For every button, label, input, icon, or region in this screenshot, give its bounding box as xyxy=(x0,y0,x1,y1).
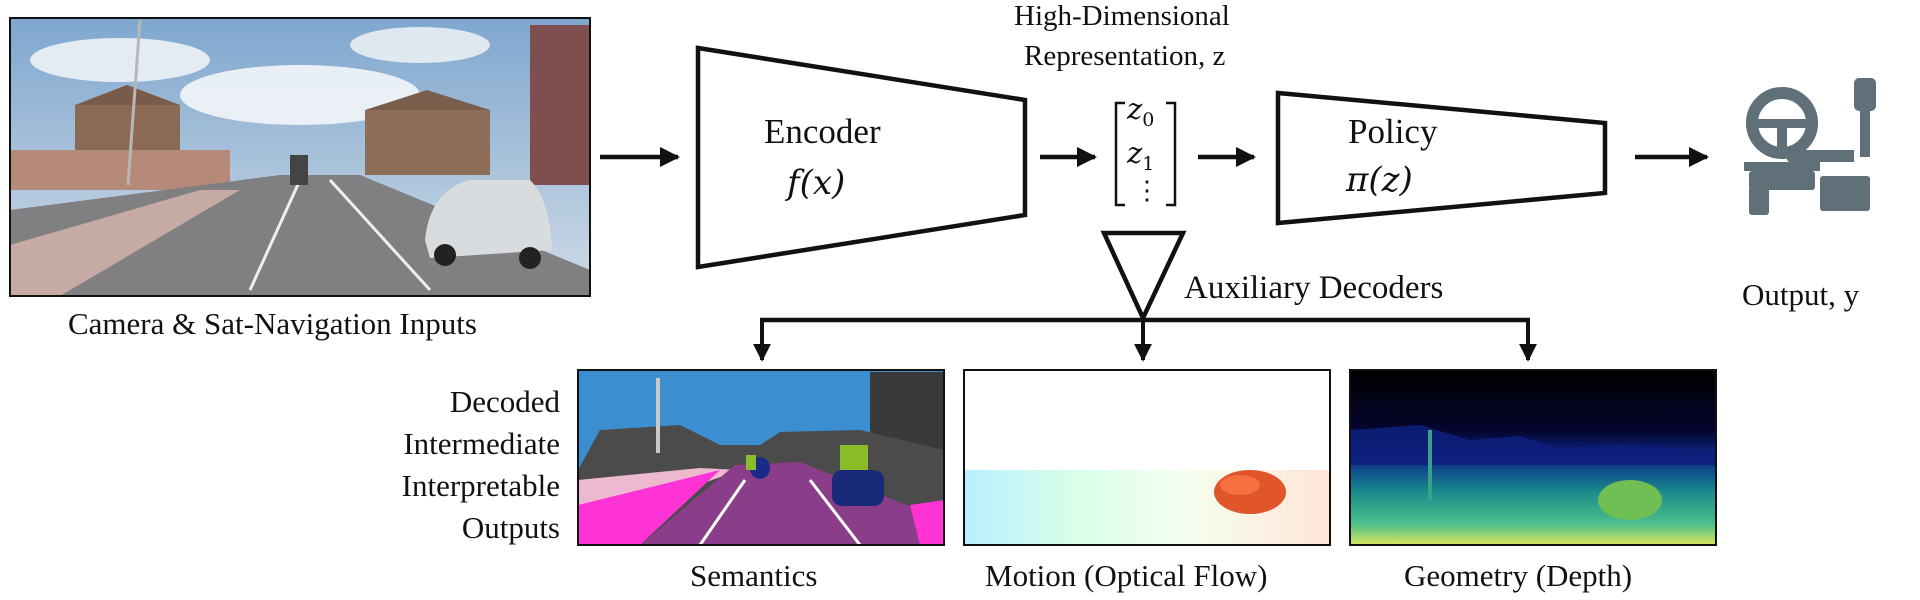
geometry-caption: Geometry (Depth) xyxy=(1404,558,1633,593)
policy-formula: π(z) xyxy=(1346,160,1413,200)
encoder-formula: f(x) xyxy=(787,163,846,203)
output-caption: Output, y xyxy=(1742,277,1860,312)
representation-title-line2: Representation, z xyxy=(1024,40,1226,72)
motion-caption: Motion (Optical Flow) xyxy=(985,558,1268,593)
decoded-label-line4: Outputs xyxy=(461,510,560,545)
encoder-title: Encoder xyxy=(764,112,881,151)
semantics-image xyxy=(577,369,945,546)
vector-entry-z0: z0 xyxy=(1127,92,1155,131)
steering-wheel-gear-icon xyxy=(1744,78,1876,215)
geometry-image xyxy=(1349,369,1717,546)
motion-image xyxy=(963,369,1331,546)
policy-block xyxy=(1275,90,1608,226)
vector-left-bracket xyxy=(1114,101,1125,207)
vector-right-bracket xyxy=(1166,101,1177,207)
representation-title-line1: High-Dimensional xyxy=(1014,0,1230,32)
camera-input-image xyxy=(9,17,591,297)
semantics-caption: Semantics xyxy=(690,558,818,593)
auxiliary-title: Auxiliary Decoders xyxy=(1184,270,1444,306)
decoded-label-line2: Intermediate xyxy=(403,426,560,461)
vector-entry-z1: z1 xyxy=(1127,136,1155,175)
policy-title: Policy xyxy=(1348,112,1438,151)
decoded-label-line3: Interpretable xyxy=(401,468,560,503)
auxiliary-decoder-triangle xyxy=(1100,230,1187,324)
input-caption: Camera & Sat-Navigation Inputs xyxy=(68,306,477,341)
encoder-block xyxy=(695,45,1028,270)
vector-ellipsis: ⋮ xyxy=(1134,176,1160,205)
decoded-label-line1: Decoded xyxy=(449,384,560,419)
